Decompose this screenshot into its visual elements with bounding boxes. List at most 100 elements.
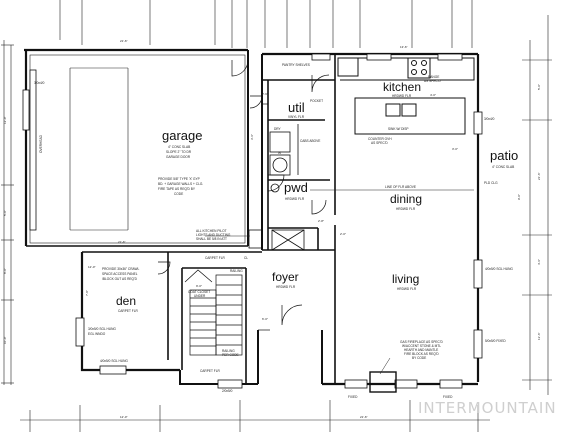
garage-fire-note-3: FIRE TAPE AS REQ'D BY — [158, 187, 196, 191]
crawl-note-2: SPACE ACCESS PANEL — [102, 272, 138, 276]
window-tag-front-2: 2/0x5/0 — [222, 389, 233, 393]
window-tag-den-egress: EGL WNDO — [88, 332, 106, 336]
window-tag-garage: 3/0x4/0 — [34, 81, 45, 85]
room-label-kitchen: kitchen — [383, 80, 421, 94]
range-note: RANGE — [428, 75, 439, 79]
carpet-note: CARPET FLR — [205, 256, 225, 260]
dim-top-2: 13'-6" — [400, 45, 408, 49]
window-tag-fixed-2: FIXED — [443, 395, 453, 399]
room-label-util: util — [288, 100, 305, 115]
util-floor-note: VINYL FLR — [288, 115, 305, 119]
powder-fixtures — [248, 183, 305, 251]
sink-note: SINK W/ DISP — [388, 127, 409, 131]
dim-dining-2: 2'-0" — [340, 232, 346, 236]
room-label-dining: dining — [390, 192, 422, 206]
crawl-note-1: PROVIDE 30x36" CRAWL — [102, 267, 140, 271]
pantry-note: PANTRY SHELVES — [282, 63, 310, 67]
room-label-den: den — [116, 294, 136, 308]
railing-code-note-1: RAILING — [222, 349, 235, 353]
railing-code-note-2: PER CODE — [222, 353, 239, 357]
kitchen-floor-note: HRDWD FLR — [392, 94, 412, 98]
dim-left-1: 12'-0" — [3, 116, 7, 124]
interior-walls — [167, 54, 336, 384]
den-floor-note: CARPET FLR — [118, 309, 138, 313]
dining-floor-note: HRDWD FLR — [396, 207, 416, 211]
utility-appliances — [269, 124, 299, 176]
dim-foyer: 6'-0" — [262, 317, 268, 321]
window-tag-front: 4/0x5/0 SGL HUNG — [100, 359, 128, 363]
room-label-patio: patio — [490, 148, 518, 163]
overhead-note: OVERHEAD — [39, 134, 43, 153]
patio-ceiling-note: PLD CLG — [484, 181, 498, 185]
kitchen-counter — [337, 57, 475, 135]
washer-label: W — [278, 151, 281, 155]
window-tag-living-2: 5/0x5/0 FIXED — [485, 339, 506, 343]
garage-slope-note: SLOPE 2" TO DR — [166, 150, 192, 154]
dim-bottom-2: 21'-6" — [360, 415, 368, 419]
overhead-door — [29, 69, 37, 231]
pocket-door-note: POCKET — [310, 99, 323, 103]
leaders — [205, 189, 474, 375]
dim-top-1: 21'-6" — [120, 39, 128, 43]
watermark: INTERMOUNTAIN — [418, 399, 557, 417]
foyer-floor-note: HRDWD FLR — [276, 285, 296, 289]
window-tag-den: 3/0x5/0 SGL HUNG — [88, 327, 116, 331]
crawl-note-3: /BLOCK OUT AS REQ'D — [102, 277, 138, 281]
countertop-note-2: AS SPEC'D — [371, 141, 388, 145]
dim-dining: 2'-8" — [318, 219, 324, 223]
coat-closet-note-1: COAT CLOSET — [188, 290, 210, 294]
window-tag-kitchen: 3/0x4/0 — [484, 117, 495, 121]
dim-right-4: 13'-6" — [537, 332, 541, 340]
dim-right-3: 4'-6" — [537, 259, 541, 265]
window-tag-fixed-1: FIXED — [348, 395, 358, 399]
dim-patio: 9'-0" — [517, 194, 521, 200]
line-of-floor-above: LINE OF FLR ABOVE — [385, 185, 416, 189]
garage-fire-note-2: BD. + GARAGE WALLS + CLG. — [158, 182, 203, 186]
room-label-garage: garage — [162, 128, 202, 143]
lower-carpet-note: CARPET FLR — [200, 369, 220, 373]
dryer-label: DRY — [274, 127, 282, 131]
garage-fire-note-4: CODE — [174, 192, 183, 196]
fireplace-note-1: GAS FIREPLACE AS SPEC'D — [400, 340, 443, 344]
dim-left-3: 8'-0" — [3, 268, 7, 274]
dim-right-2: 21'-6" — [537, 172, 541, 180]
cabs-above-note: CABS ABOVE — [300, 139, 320, 143]
room-label-foyer: foyer — [272, 270, 299, 284]
closet-cl-note: CL — [244, 256, 248, 260]
dim-kitchen-1: 4'-0" — [430, 93, 436, 97]
fireplace-note-2: W/ACCENT STONE & MTL — [402, 344, 441, 348]
dim-util-2: 2'-6" — [262, 92, 268, 96]
garage-floor-note: 4" CONC SLAB — [168, 145, 190, 149]
dim-kitchen-2: 3'-0" — [452, 147, 458, 151]
dim-den-2: 7'-8" — [85, 290, 89, 296]
dim-util-1: 3'-6" — [250, 134, 254, 140]
dim-garage-bottom: 21'-6" — [118, 240, 126, 244]
range-spec-note: AS SPEC'D — [424, 79, 441, 83]
dim-right-1: 5'-0" — [537, 84, 541, 90]
dimension-lines — [1, 0, 552, 432]
dim-left-4: 10'-0" — [3, 336, 7, 344]
fireplace-note-5: BY CODE — [412, 356, 426, 360]
coat-closet-note-2: UNDER — [194, 294, 206, 298]
attic-note-3: SHALL BE 5/8 IN ATT — [196, 237, 227, 241]
dim-bottom-1: 12'-0" — [120, 415, 128, 419]
windows — [22, 53, 483, 393]
garage-door-note: GARAGE DOOR — [166, 155, 191, 159]
fireplace-note-4: FIRE BLOCK AS REQ'D — [404, 352, 439, 356]
railing-note: RAILING — [230, 269, 243, 273]
garage-interior-lines — [29, 54, 246, 244]
fireplace-note-3: HEARTH AND MANTLE — [404, 348, 438, 352]
patio-slab-note: 4" CONC SLAB — [492, 165, 514, 169]
countertop-note-1: COUNTER OVH — [368, 137, 392, 141]
room-label-pwd: pwd — [284, 180, 308, 195]
living-floor-note: HRDWD FLR — [397, 287, 417, 291]
dim-left-2: 5'-0" — [3, 210, 7, 216]
window-tag-living-1: 4/0x5/0 SGL HUNG — [485, 267, 513, 271]
garage-fire-note-1: PROVIDE 5/8" TYPE 'X' GYP — [158, 177, 200, 181]
door-swings — [157, 59, 330, 331]
pwd-floor-note: HRDWD FLR — [285, 197, 305, 201]
stairs — [184, 269, 243, 356]
dim-den-1: 12'-0" — [88, 265, 96, 269]
dim-stair: 9'-0" — [196, 284, 202, 288]
